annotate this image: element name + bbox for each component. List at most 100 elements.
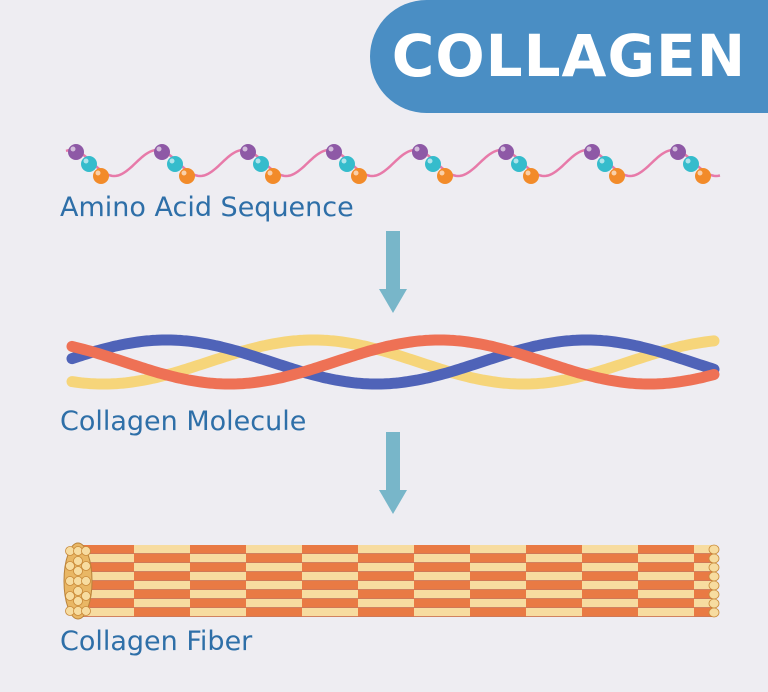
fiber-segment (526, 581, 582, 590)
fiber-segment (190, 554, 246, 563)
fiber-segment (638, 572, 694, 581)
fiber-segment (246, 545, 302, 554)
fiber-segment (638, 545, 694, 554)
fiber-segment (134, 563, 190, 572)
fiber-segment (526, 608, 582, 617)
yellow-strand (66, 334, 720, 390)
fiber-segment (302, 572, 358, 581)
collagen-fiber-label: Collagen Fiber (60, 626, 253, 657)
fiber-segment (638, 554, 694, 563)
fiber-segment (78, 608, 134, 617)
collagen-molecule-label: Collagen Molecule (60, 406, 307, 437)
fiber-segment (526, 590, 582, 599)
fiber-segment (414, 590, 470, 599)
fiber-segment (358, 554, 414, 563)
fiber-segment (78, 590, 134, 599)
fiber-segment (470, 572, 526, 581)
fiber-segment (526, 545, 582, 554)
fibril-end (65, 561, 75, 571)
fiber-segment (470, 581, 526, 590)
page-title: COLLAGEN (391, 22, 747, 90)
fiber-segment (414, 572, 470, 581)
fiber-segment (246, 581, 302, 590)
fibril-end (81, 576, 91, 586)
fiber-segment (582, 590, 638, 599)
fiber-segment (694, 563, 714, 572)
fiber-end-cap (708, 544, 720, 555)
fiber-segment (246, 572, 302, 581)
fiber-segment (414, 554, 470, 563)
fiber-segment (302, 608, 358, 617)
fiber-segment (582, 599, 638, 608)
title-banner: COLLAGEN (370, 0, 768, 113)
fiber-segment (358, 599, 414, 608)
red-strand (66, 334, 720, 390)
fibril-end (81, 606, 91, 616)
fiber-segment (78, 554, 134, 563)
blue-strand (66, 334, 720, 390)
fiber-segment (134, 608, 190, 617)
fiber-end-cap (708, 589, 720, 600)
fiber-segment (582, 581, 638, 590)
fiber-segment (302, 590, 358, 599)
fiber-segment (134, 554, 190, 563)
fiber-segment (414, 599, 470, 608)
fiber-segment (190, 590, 246, 599)
fiber-segment (470, 608, 526, 617)
fiber-segment (246, 563, 302, 572)
fiber-segment (358, 563, 414, 572)
fiber-segment (358, 581, 414, 590)
fibril-end (81, 591, 91, 601)
fibril-end (73, 566, 83, 576)
fiber-end-cap (708, 580, 720, 591)
fiber-segment (638, 563, 694, 572)
fiber-end-cap (708, 598, 720, 609)
fiber-segment (78, 581, 134, 590)
fiber-segment (694, 608, 714, 617)
fiber-segment (694, 590, 714, 599)
fiber-segment (470, 599, 526, 608)
fibril-end (73, 596, 83, 606)
fiber-segment (638, 581, 694, 590)
fiber-segment (302, 545, 358, 554)
fiber-end-cap (708, 553, 720, 564)
fiber-segment (358, 608, 414, 617)
fiber-segment (302, 599, 358, 608)
fiber-segment (190, 563, 246, 572)
fiber-segment (694, 572, 714, 581)
fiber-segment (526, 599, 582, 608)
fiber-segment (470, 590, 526, 599)
fiber-segment (694, 581, 714, 590)
fiber-end-cap (708, 562, 720, 573)
fiber-segment (694, 545, 714, 554)
fiber-segment (190, 599, 246, 608)
amino-acid-sequence-label: Amino Acid Sequence (60, 192, 354, 223)
fibril-end (81, 546, 91, 556)
fiber-segment (134, 590, 190, 599)
fibril-end (73, 556, 83, 566)
fiber-segment (694, 599, 714, 608)
fibril-end (73, 586, 83, 596)
fiber-segment (414, 563, 470, 572)
fiber-segment (582, 572, 638, 581)
fiber-segment (78, 563, 134, 572)
fibril-end (81, 561, 91, 571)
fiber-segment (78, 599, 134, 608)
fiber-segment (414, 608, 470, 617)
fiber-segment (526, 563, 582, 572)
fiber-segment (638, 608, 694, 617)
fiber-segment (302, 554, 358, 563)
fiber-segment (246, 590, 302, 599)
fiber-segment (190, 545, 246, 554)
fiber-segment (134, 572, 190, 581)
fiber-segment (78, 572, 134, 581)
fiber-segment (358, 572, 414, 581)
fiber-segment (134, 581, 190, 590)
fiber-segment (78, 545, 134, 554)
fiber-segment (414, 581, 470, 590)
